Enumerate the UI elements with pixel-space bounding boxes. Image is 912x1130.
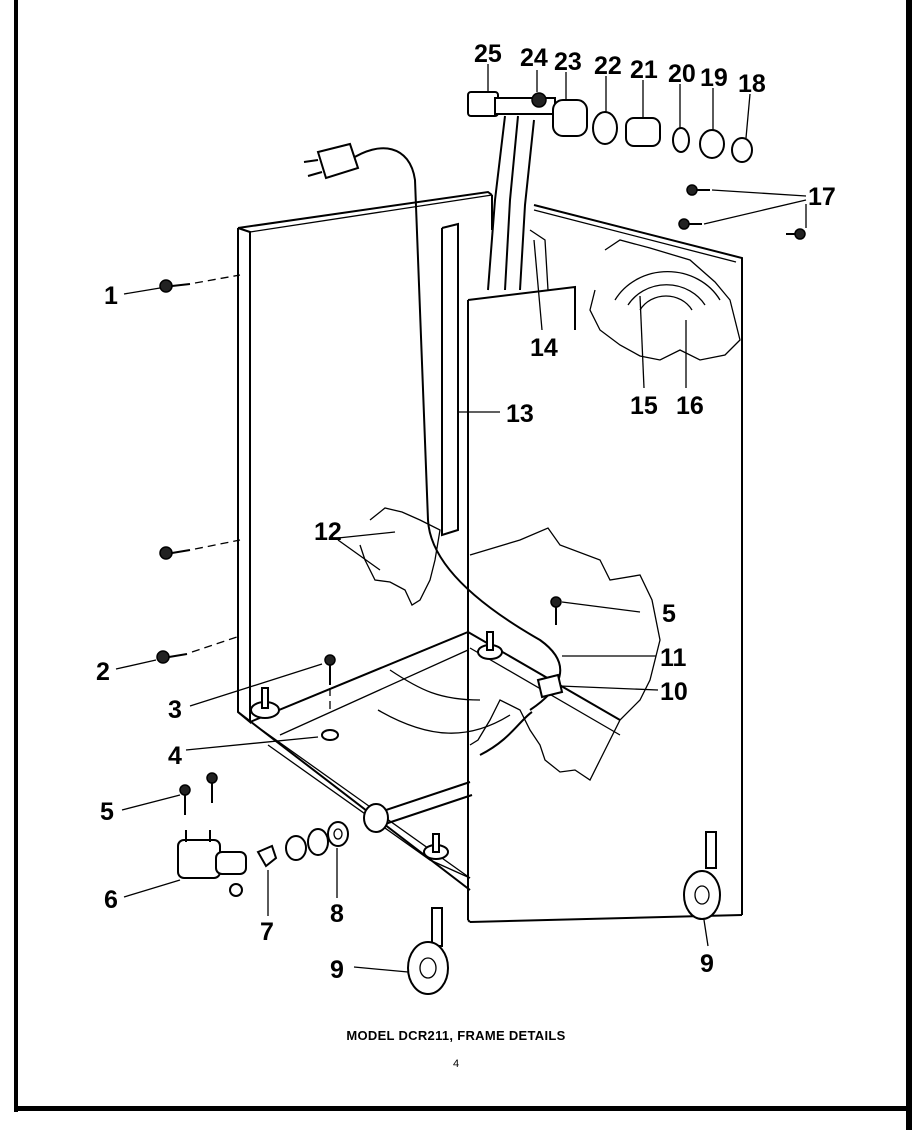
callout-3: 3 bbox=[168, 696, 182, 724]
left-border bbox=[14, 0, 18, 1112]
valve-6 bbox=[177, 830, 247, 897]
screw-5-bottom bbox=[179, 772, 218, 815]
washer-8 bbox=[327, 821, 349, 847]
callout-16: 16 bbox=[676, 392, 704, 420]
power-cord bbox=[303, 142, 562, 756]
callout-21: 21 bbox=[630, 56, 658, 84]
washer-4 bbox=[321, 729, 339, 741]
screw-5-top bbox=[550, 596, 562, 625]
drain-assembly bbox=[177, 781, 473, 897]
callout-23: 23 bbox=[554, 48, 582, 76]
callout-7: 7 bbox=[260, 918, 274, 946]
leveling-feet bbox=[250, 631, 503, 860]
casters bbox=[407, 831, 721, 995]
callout-22: 22 bbox=[594, 52, 622, 80]
callout-8: 8 bbox=[330, 900, 344, 928]
callout-10: 10 bbox=[660, 678, 688, 706]
callouts: 1 2 3 4 5 5 6 7 8 9 9 10 11 12 13 14 15 … bbox=[96, 40, 836, 984]
base-screws bbox=[179, 596, 562, 815]
screw-2 bbox=[156, 635, 241, 664]
callout-15: 15 bbox=[630, 392, 658, 420]
callout-9a: 9 bbox=[330, 956, 344, 984]
callout-18: 18 bbox=[738, 70, 766, 98]
callout-17: 17 bbox=[808, 183, 836, 211]
screw-3 bbox=[324, 654, 336, 712]
callout-25: 25 bbox=[474, 40, 502, 68]
right-border bbox=[906, 0, 912, 1130]
callout-2: 2 bbox=[96, 658, 110, 686]
callout-20: 20 bbox=[668, 60, 696, 88]
callout-5b: 5 bbox=[100, 798, 114, 826]
screw-1 bbox=[159, 274, 241, 293]
callout-9b: 9 bbox=[700, 950, 714, 978]
screw-17c bbox=[786, 228, 806, 240]
callout-4: 4 bbox=[168, 742, 182, 770]
hose-assembly bbox=[467, 91, 753, 291]
screw-mid bbox=[159, 539, 241, 560]
cabinet-frame bbox=[237, 190, 743, 923]
caster-right bbox=[683, 831, 721, 920]
callout-6: 6 bbox=[104, 886, 118, 914]
callout-1: 1 bbox=[104, 282, 118, 310]
leader-lines bbox=[115, 64, 807, 973]
callout-13: 13 bbox=[506, 400, 534, 428]
callout-19: 19 bbox=[700, 64, 728, 92]
side-screws bbox=[156, 274, 241, 664]
screws-17 bbox=[678, 184, 806, 240]
callout-14: 14 bbox=[530, 334, 558, 362]
screw-17a bbox=[686, 184, 710, 196]
caster-left bbox=[407, 907, 449, 995]
callout-24: 24 bbox=[520, 44, 548, 72]
callout-12: 12 bbox=[314, 518, 342, 546]
cord-clip-10 bbox=[536, 673, 564, 699]
bottom-border bbox=[14, 1106, 912, 1111]
callout-11: 11 bbox=[660, 644, 687, 672]
clamp-7 bbox=[256, 844, 278, 868]
page-number: 4 bbox=[452, 1058, 460, 1070]
diagram-caption: MODEL DCR211, FRAME DETAILS bbox=[346, 1028, 566, 1043]
callout-5a: 5 bbox=[662, 600, 676, 628]
screw-17b bbox=[678, 218, 702, 230]
